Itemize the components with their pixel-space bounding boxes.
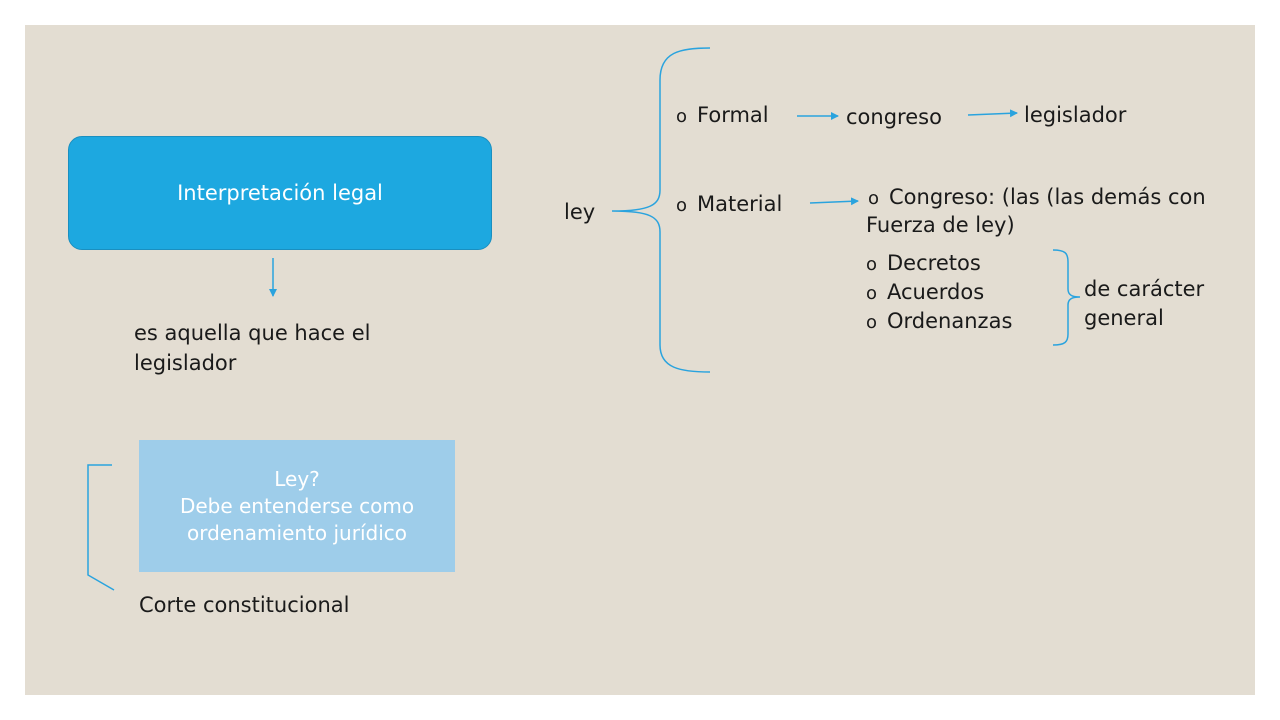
ley-label: ley	[564, 200, 596, 224]
interpretacion-legal-box: Interpretación legal	[68, 136, 492, 250]
legislador-label: legislador	[1024, 103, 1127, 127]
ley-question-box: Ley? Debe entenderse como ordenamiento j…	[139, 440, 455, 572]
congreso-label: congreso	[846, 105, 942, 129]
corte-bracket	[87, 464, 115, 591]
small-brace	[1052, 249, 1081, 346]
caracter-general-text: de carácter general	[1084, 277, 1205, 330]
arrow-congreso-legislador	[967, 109, 1018, 118]
corte-constitucional-label: Corte constitucional	[139, 593, 350, 617]
big-brace	[611, 47, 711, 373]
definition-text: es aquella que hace el legislador	[134, 321, 371, 376]
arrow-material-congreso	[809, 197, 859, 206]
interpretacion-legal-label: Interpretación legal	[177, 181, 383, 205]
